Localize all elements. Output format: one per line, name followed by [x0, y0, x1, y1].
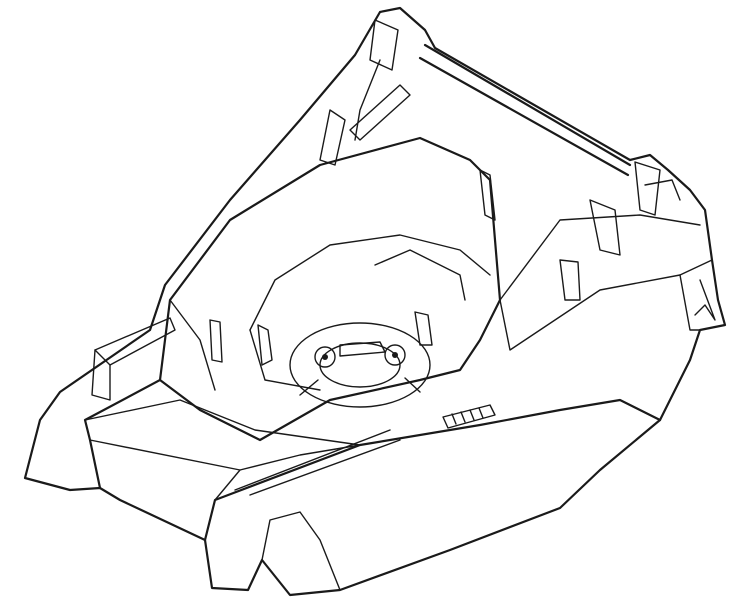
right-side-panel	[499, 214, 716, 351]
left-wing	[91, 317, 176, 401]
deck-outer-shell	[23, 6, 727, 597]
vent-grille	[442, 404, 496, 429]
inner-bowl	[158, 136, 502, 442]
handle-bar-assembly	[319, 19, 681, 301]
blade-hub	[289, 322, 431, 408]
